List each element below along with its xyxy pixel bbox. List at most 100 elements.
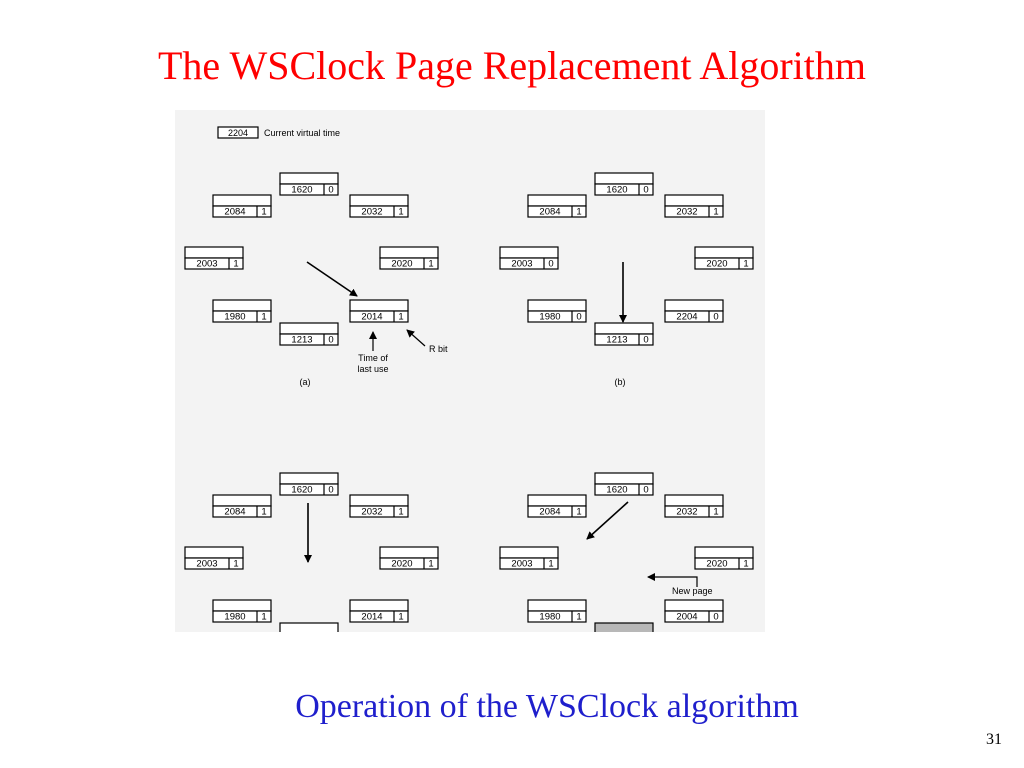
page-r-bit: 0 — [713, 612, 718, 623]
page-time-of-last-use: 2084 — [539, 507, 560, 518]
page-frame-upper — [594, 172, 654, 185]
page-time-of-last-use: 2014 — [361, 612, 382, 623]
page-frame-lower — [349, 205, 409, 218]
page-frame-upper — [379, 246, 439, 259]
page-r-bit: 1 — [398, 312, 403, 323]
page-frame-upper — [664, 299, 724, 312]
page-time-of-last-use: 1620 — [291, 185, 312, 196]
page-frame-lower — [212, 610, 272, 623]
legend-time-value: 2204 — [228, 128, 248, 138]
page-frame-upper — [212, 194, 272, 207]
panel-label: (b) — [615, 377, 626, 387]
page-time-of-last-use: 2084 — [224, 207, 245, 218]
page-frame-lower — [279, 183, 339, 196]
page-r-bit: 1 — [743, 259, 748, 270]
page-frame-lower — [349, 505, 409, 518]
page-frame-lower — [694, 557, 754, 570]
page-frame-upper — [664, 599, 724, 612]
page-frame: 1213 0 — [594, 322, 654, 346]
page-frame-lower — [499, 257, 559, 270]
page-r-bit: 0 — [328, 485, 333, 496]
page-time-of-last-use: 2020 — [706, 259, 727, 270]
page-time-of-last-use: 2032 — [676, 207, 697, 218]
page-frame-upper — [212, 599, 272, 612]
page-frame-upper — [694, 246, 754, 259]
page-frame-upper — [694, 546, 754, 559]
page-r-bit: 1 — [576, 612, 581, 623]
page-r-bit: 1 — [428, 559, 433, 570]
page-frame-upper — [379, 546, 439, 559]
page-r-bit: 1 — [261, 612, 266, 623]
page-time-of-last-use: 1620 — [291, 485, 312, 496]
page-frame-upper — [184, 546, 244, 559]
page-time-of-last-use: 1980 — [539, 612, 560, 623]
page-time-of-last-use: 1620 — [606, 485, 627, 496]
panel-a-annotations: Time of last use R bit — [357, 329, 448, 374]
page-frame-lower — [349, 610, 409, 623]
page-frame-lower — [379, 557, 439, 570]
page-r-bit: 0 — [576, 312, 581, 323]
page-time-of-last-use: 1980 — [224, 612, 245, 623]
page-time-of-last-use: 2204 — [676, 312, 697, 323]
figure-caption: Operation of the WSClock algorithm — [295, 688, 799, 725]
page-r-bit: 1 — [398, 507, 403, 518]
page-time-of-last-use: 2020 — [706, 559, 727, 570]
page-r-bit: 1 — [576, 207, 581, 218]
clock-panel: 1620020321202012004022021198012003120841… — [499, 472, 754, 632]
page-r-bit: 0 — [643, 185, 648, 196]
page-time-of-last-use: 2003 — [511, 259, 532, 270]
page-time-of-last-use: 2020 — [391, 559, 412, 570]
page-frame-upper — [349, 599, 409, 612]
page-number: 31 — [986, 731, 1002, 748]
page-r-bit: 1 — [261, 207, 266, 218]
page-frame-upper — [527, 599, 587, 612]
page-frame-lower — [527, 505, 587, 518]
page-time-of-last-use: 2003 — [196, 259, 217, 270]
page-frame-lower — [379, 257, 439, 270]
page-time-of-last-use: 2084 — [224, 507, 245, 518]
page-r-bit: 1 — [233, 259, 238, 270]
page-frame-lower — [527, 205, 587, 218]
page-frame-lower — [499, 557, 559, 570]
page-frame-upper — [349, 494, 409, 507]
page-r-bit: 1 — [398, 612, 403, 623]
page-r-bit: 0 — [643, 335, 648, 346]
page-frame-upper — [594, 322, 654, 335]
page-frame-lower — [184, 257, 244, 270]
page-frame: 1620 0 — [279, 472, 339, 496]
legend: 2204 Current virtual time — [217, 126, 340, 139]
page-frame-lower — [594, 183, 654, 196]
page-r-bit: 0 — [328, 335, 333, 346]
page-frame-lower — [664, 205, 724, 218]
page-frame-upper — [594, 472, 654, 485]
page-frame: 2020 1 — [379, 546, 439, 570]
page-frame: 2084 1 — [212, 494, 272, 518]
page-r-bit: 0 — [643, 485, 648, 496]
page-r-bit: 0 — [328, 185, 333, 196]
panel-d-annotations: New page — [647, 573, 713, 596]
page-frame-upper — [499, 546, 559, 559]
page-time-of-last-use: 1980 — [224, 312, 245, 323]
page-r-bit: 1 — [713, 507, 718, 518]
page-r-bit: 1 — [261, 507, 266, 518]
time-of-last-use-label-line1: Time of — [358, 353, 388, 363]
page-r-bit: 0 — [713, 312, 718, 323]
page-frame-lower — [212, 310, 272, 323]
page-r-bit: 1 — [713, 207, 718, 218]
page-frame: 1620 0 — [279, 172, 339, 196]
page-time-of-last-use: 2032 — [361, 207, 382, 218]
page-frame-lower — [694, 257, 754, 270]
r-bit-arrow — [406, 329, 426, 347]
page-time-of-last-use: 1980 — [539, 312, 560, 323]
page-time-of-last-use: 1213 — [606, 335, 627, 346]
page-frame-lower — [664, 505, 724, 518]
page-frame: 2014 1 — [349, 599, 409, 623]
